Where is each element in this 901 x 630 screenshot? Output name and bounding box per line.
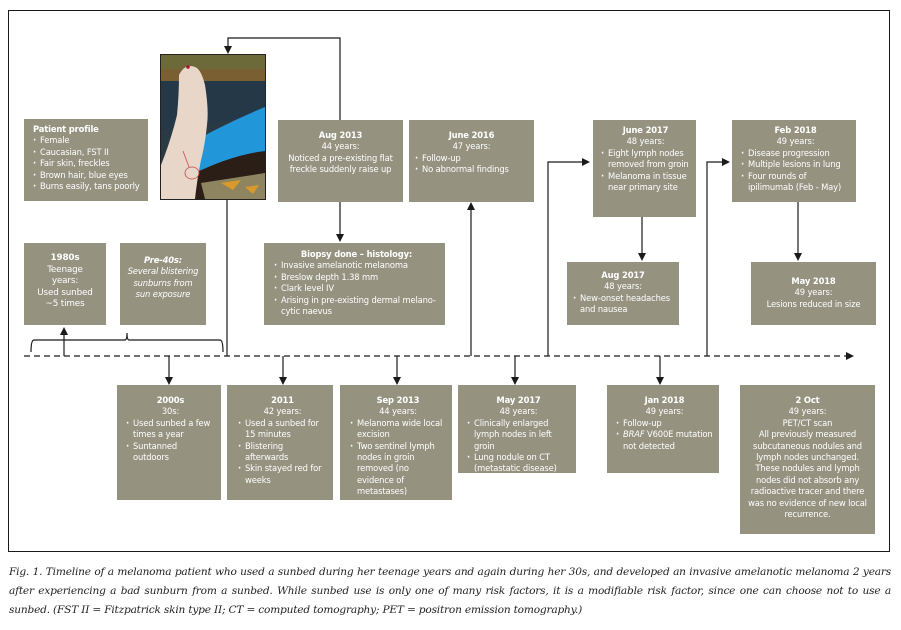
list-item: Lung nodule on CT (metastatic disease)	[467, 452, 570, 475]
box-title: Patient profile	[33, 124, 99, 134]
box-age: 49 years:	[788, 406, 827, 417]
box-title: June 2016	[448, 130, 495, 140]
list-item: No abnormal findings	[415, 164, 528, 175]
box-age: 42 years:	[263, 406, 302, 417]
patient-leg-photo	[160, 54, 266, 200]
patient-profile-list: Female Caucasian, FST II Fair skin, frec…	[33, 135, 142, 192]
figure-frame	[8, 10, 890, 552]
event-may2017-box: May 2017 48 years: Clinically enlarged l…	[458, 385, 576, 473]
box-line: Teenage	[47, 264, 83, 275]
box-title: Jan 2018	[644, 395, 685, 405]
braf-result: V600E mutation not detected	[623, 429, 713, 451]
event-aug2017-box: Aug 2017 48 years: New-onset headaches a…	[567, 262, 679, 325]
event-2000s-box: 2000s 30s: Used sunbed a few times a yea…	[117, 385, 221, 500]
list-item: Four rounds of ipilimumab (Feb - May)	[741, 171, 850, 194]
aug2017-list: New-onset headaches and nausea	[573, 293, 673, 316]
list-item: BRAF V600E mutation not detected	[616, 429, 713, 452]
event-feb2018-box: Feb 2018 49 years: Disease progression M…	[732, 120, 856, 202]
june2017-list: Eight lymph nodes removed from groin Mel…	[601, 148, 690, 194]
event-2oct-box: 2 Oct 49 years: PET/CT scan All previous…	[740, 385, 875, 534]
biopsy-list: Invasive amelanotic melanoma Breslow dep…	[274, 260, 439, 317]
box-text: Noticed a pre-existing flat freckle sudd…	[288, 152, 393, 175]
list-item: Invasive amelanotic melanoma	[274, 260, 439, 271]
event-sep2013-box: Sep 2013 44 years: Melanoma wide local e…	[340, 385, 452, 500]
box-age: 49 years:	[794, 287, 833, 298]
list-item: Disease progression	[741, 148, 850, 159]
list-item: Used sunbed a few times a year	[126, 418, 215, 441]
figure-caption: Fig. 1. Timeline of a melanoma patient w…	[9, 566, 891, 616]
event-pre40s-box: Pre-40s: Several blistering sunburns fro…	[120, 243, 206, 325]
box-text: Several blistering sunburns from sun exp…	[127, 266, 199, 300]
box-title: Aug 2017	[601, 270, 645, 280]
may2017-list: Clinically enlarged lymph nodes in left …	[467, 418, 570, 475]
box-line: years:	[51, 276, 79, 287]
event-1980s-box: 1980s Teenage years: Used sunbed ~5 time…	[24, 243, 106, 325]
box-title: Pre-40s:	[144, 255, 182, 265]
2000s-list: Used sunbed a few times a year Suntanned…	[126, 418, 215, 464]
box-title: June 2017	[622, 125, 669, 135]
event-june2016-box: June 2016 47 years: Follow-up No abnorma…	[409, 120, 534, 202]
list-item: New-onset headaches and nausea	[573, 293, 673, 316]
braf-gene-name: BRAF	[623, 429, 645, 440]
box-age: 49 years:	[645, 406, 684, 417]
jan2018-list: Follow-up BRAF V600E mutation not detect…	[616, 418, 713, 452]
photo-illustration	[161, 55, 265, 199]
list-item: Clark level IV	[274, 283, 439, 294]
event-may2018-box: May 2018 49 years: Lesions reduced in si…	[751, 262, 876, 325]
box-title: May 2018	[791, 276, 836, 286]
box-title: Aug 2013	[318, 130, 363, 140]
box-title: Feb 2018	[774, 125, 817, 135]
list-item: Eight lymph nodes removed from groin	[601, 148, 690, 171]
event-jan2018-box: Jan 2018 49 years: Follow-up BRAF V600E …	[607, 385, 719, 473]
list-item: Burns easily, tans poorly	[33, 181, 142, 192]
2011-list: Used a sunbed for 15 minutes Blistering …	[238, 418, 327, 486]
event-aug2013-box: Aug 2013 44 years: Noticed a pre-existin…	[278, 120, 403, 202]
sep2013-list: Melanoma wide local excision Two sentine…	[350, 418, 446, 498]
list-item: Two sentinel lymph nodes in groin remove…	[350, 441, 446, 498]
box-title: Biopsy done – histology:	[300, 249, 413, 259]
list-item: Follow-up	[616, 418, 713, 429]
box-title: 2 Oct	[795, 395, 820, 405]
list-item: Melanoma in tissue near primary site	[601, 171, 690, 194]
box-line: Used sunbed	[37, 287, 93, 298]
list-item: Breslow depth 1.38 mm	[274, 272, 439, 283]
box-scan: PET/CT scan	[782, 417, 833, 428]
box-title: 2000s	[156, 395, 185, 405]
box-age: 30s:	[161, 406, 180, 417]
box-title: 2011	[271, 395, 294, 405]
box-age: 48 years:	[499, 406, 538, 417]
list-item: Fair skin, freckles	[33, 158, 142, 169]
box-title: Sep 2013	[376, 395, 420, 405]
list-item: Blistering afterwards	[238, 441, 327, 464]
box-age: 48 years:	[604, 281, 642, 292]
box-title: May 2017	[496, 395, 541, 405]
list-item: Clinically enlarged lymph nodes in left …	[467, 418, 570, 452]
list-item: Skin stayed red for weeks	[238, 463, 327, 486]
box-age: 47 years:	[452, 141, 491, 152]
list-item: Used a sunbed for 15 minutes	[238, 418, 327, 441]
box-line: ~5 times	[45, 299, 85, 310]
box-age: 49 years:	[776, 136, 815, 147]
list-item: Multiple lesions in lung	[741, 159, 850, 170]
box-age: 44 years:	[321, 141, 360, 152]
patient-profile-box: Patient profile Female Caucasian, FST II…	[24, 119, 148, 201]
list-item: Melanoma wide local excision	[350, 418, 446, 441]
list-item: Suntanned outdoors	[126, 441, 215, 464]
box-text: All previously measured subcutaneous nod…	[748, 429, 867, 520]
feb2018-list: Disease progression Multiple lesions in …	[741, 148, 850, 194]
list-item: Arising in pre-existing dermal melano-cy…	[274, 295, 439, 318]
event-june2017-box: June 2017 48 years: Eight lymph nodes re…	[593, 120, 696, 217]
list-item: Brown hair, blue eyes	[33, 170, 142, 181]
box-text: Lesions reduced in size	[766, 298, 861, 309]
june2016-list: Follow-up No abnormal findings	[415, 153, 528, 176]
box-title: 1980s	[50, 253, 80, 263]
list-item: Caucasian, FST II	[33, 147, 142, 158]
event-2011-box: 2011 42 years: Used a sunbed for 15 minu…	[227, 385, 333, 500]
box-age: 48 years:	[626, 136, 665, 147]
list-item: Follow-up	[415, 153, 528, 164]
box-age: 44 years:	[379, 406, 417, 417]
biopsy-histology-box: Biopsy done – histology: Invasive amelan…	[264, 243, 445, 325]
list-item: Female	[33, 135, 142, 146]
